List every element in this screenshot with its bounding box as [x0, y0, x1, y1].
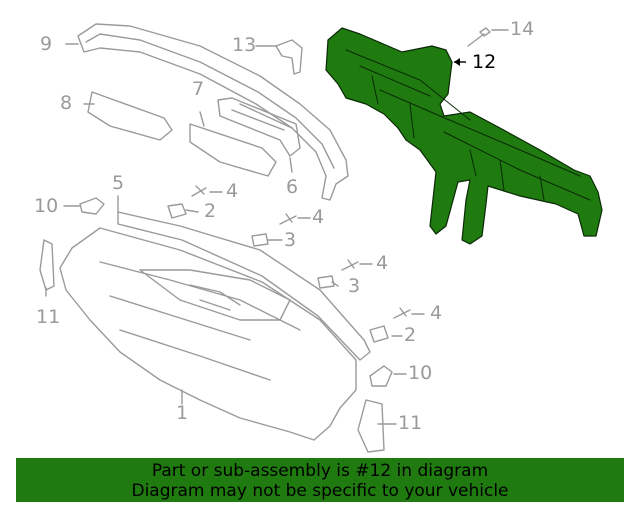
callout-13: 13	[232, 34, 257, 56]
callout-11-lower: 11	[398, 412, 423, 434]
part-13-bracket	[275, 39, 303, 75]
part-3-clip-a	[251, 233, 269, 247]
callout-11-upper: 11	[36, 306, 61, 328]
callout-4-d: 4	[430, 302, 443, 324]
part-4-bolt-d	[393, 307, 411, 319]
part-10-vent-upper	[79, 197, 105, 215]
part-11-side-cover-lower	[357, 399, 385, 453]
callout-14: 14	[510, 18, 535, 40]
callout-8: 8	[60, 92, 73, 114]
callout-6: 6	[286, 176, 299, 198]
part-6-duct	[217, 97, 301, 157]
part-2-clip-a	[167, 203, 187, 219]
info-banner: Part or sub-assembly is #12 in diagram D…	[16, 458, 624, 502]
part-3-clip-b	[317, 275, 335, 289]
callout-10-upper: 10	[34, 195, 59, 217]
part-8-panel	[87, 91, 173, 141]
part-10-vent-lower	[369, 365, 393, 387]
part-11-side-cover-upper	[39, 239, 55, 291]
callout-4-a: 4	[226, 180, 239, 202]
parts-diagram	[39, 23, 603, 453]
callout-5: 5	[112, 172, 125, 194]
callout-2-b: 2	[404, 324, 417, 346]
part-4-bolt-c	[341, 259, 359, 271]
callout-1: 1	[176, 402, 189, 424]
callout-9: 9	[40, 33, 53, 55]
part-14-bolt	[467, 27, 491, 47]
part-9-garnish-strip	[77, 23, 349, 201]
callout-3-a: 3	[284, 229, 297, 251]
part-1-crash-pad	[59, 227, 357, 441]
part-12-cowl-cross-bar	[325, 27, 603, 245]
banner-line-2: Diagram may not be specific to your vehi…	[131, 481, 509, 501]
callout-10-lower: 10	[408, 362, 433, 384]
callout-3-b: 3	[348, 275, 361, 297]
part-5-upper-pad	[117, 211, 371, 361]
callout-7: 7	[192, 78, 205, 100]
part-2-clip-b	[369, 325, 389, 343]
callout-4-b: 4	[312, 206, 325, 228]
banner-line-1: Part or sub-assembly is #12 in diagram	[151, 461, 489, 481]
part-7-center-panel	[189, 123, 277, 177]
part-4-bolt-a	[191, 185, 207, 197]
callout-4-c: 4	[376, 252, 389, 274]
callout-2-a: 2	[204, 200, 217, 222]
part-4-bolt-b	[279, 213, 297, 225]
callout-12: 12	[472, 51, 497, 73]
